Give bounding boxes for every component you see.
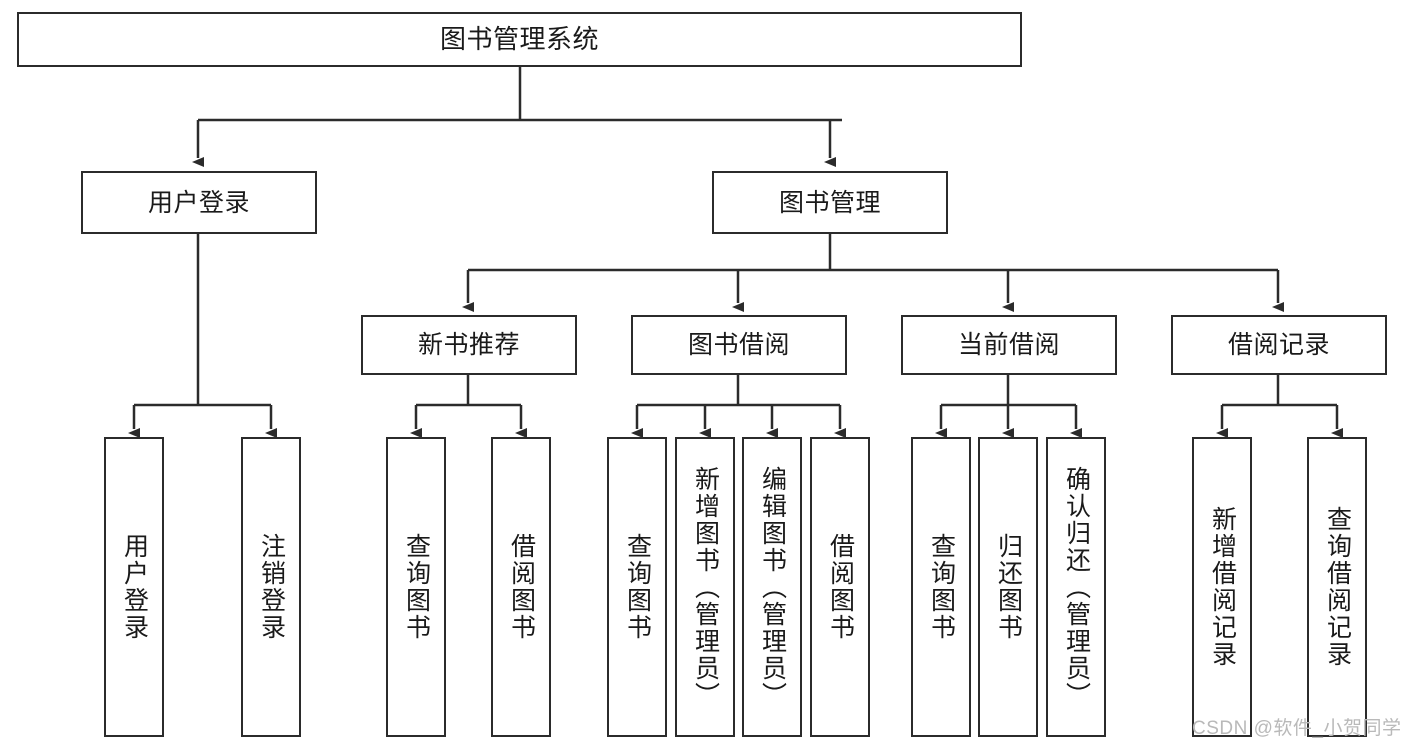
node-user-login[interactable]: 用户登录	[81, 171, 317, 234]
node-label: 确认归还（管理员）	[1062, 465, 1091, 709]
leaf-cb-confirm-return[interactable]: 确认归还（管理员）	[1046, 437, 1106, 737]
leaf-br-add-record[interactable]: 新增借阅记录	[1192, 437, 1252, 737]
node-label: 图书管理	[778, 188, 881, 217]
node-label: 新增借阅记录	[1208, 506, 1237, 668]
node-book-borrow[interactable]: 图书借阅	[631, 315, 847, 375]
node-label: 用户登录	[120, 533, 149, 641]
leaf-nb-borrow-book[interactable]: 借阅图书	[491, 437, 551, 737]
leaf-bb-query-book[interactable]: 查询图书	[607, 437, 667, 737]
leaf-cb-query-book[interactable]: 查询图书	[911, 437, 971, 737]
leaf-bb-edit-book[interactable]: 编辑图书（管理员）	[742, 437, 802, 737]
node-label: 用户登录	[147, 188, 250, 217]
node-label: 新增图书（管理员）	[691, 465, 720, 709]
node-label: 借阅记录	[1227, 331, 1330, 359]
leaf-br-query-record[interactable]: 查询借阅记录	[1307, 437, 1367, 737]
node-label: 编辑图书（管理员）	[758, 465, 787, 709]
node-label: 借阅图书	[507, 533, 536, 641]
node-label: 图书管理系统	[439, 23, 599, 54]
node-label: 查询图书	[927, 533, 956, 641]
leaf-cb-return-book[interactable]: 归还图书	[978, 437, 1038, 737]
node-label: 图书借阅	[687, 331, 790, 359]
node-label: 新书推荐	[417, 331, 520, 359]
node-label: 归还图书	[994, 533, 1023, 641]
node-label: 查询图书	[402, 533, 431, 641]
node-root-system[interactable]: 图书管理系统	[17, 12, 1022, 67]
leaf-user-login[interactable]: 用户登录	[104, 437, 164, 737]
node-new-book-recommend[interactable]: 新书推荐	[361, 315, 577, 375]
node-label: 查询图书	[623, 533, 652, 641]
node-book-management[interactable]: 图书管理	[712, 171, 948, 234]
node-borrow-record[interactable]: 借阅记录	[1171, 315, 1387, 375]
leaf-bb-add-book[interactable]: 新增图书（管理员）	[675, 437, 735, 737]
node-label: 借阅图书	[826, 533, 855, 641]
node-label: 查询借阅记录	[1323, 506, 1352, 668]
leaf-bb-borrow-book[interactable]: 借阅图书	[810, 437, 870, 737]
node-current-borrow[interactable]: 当前借阅	[901, 315, 1117, 375]
leaf-logout[interactable]: 注销登录	[241, 437, 301, 737]
node-label: 注销登录	[257, 533, 286, 641]
node-label: 当前借阅	[957, 331, 1060, 359]
leaf-nb-query-book[interactable]: 查询图书	[386, 437, 446, 737]
csdn-watermark: CSDN @软件_小贺同学	[1192, 718, 1402, 739]
